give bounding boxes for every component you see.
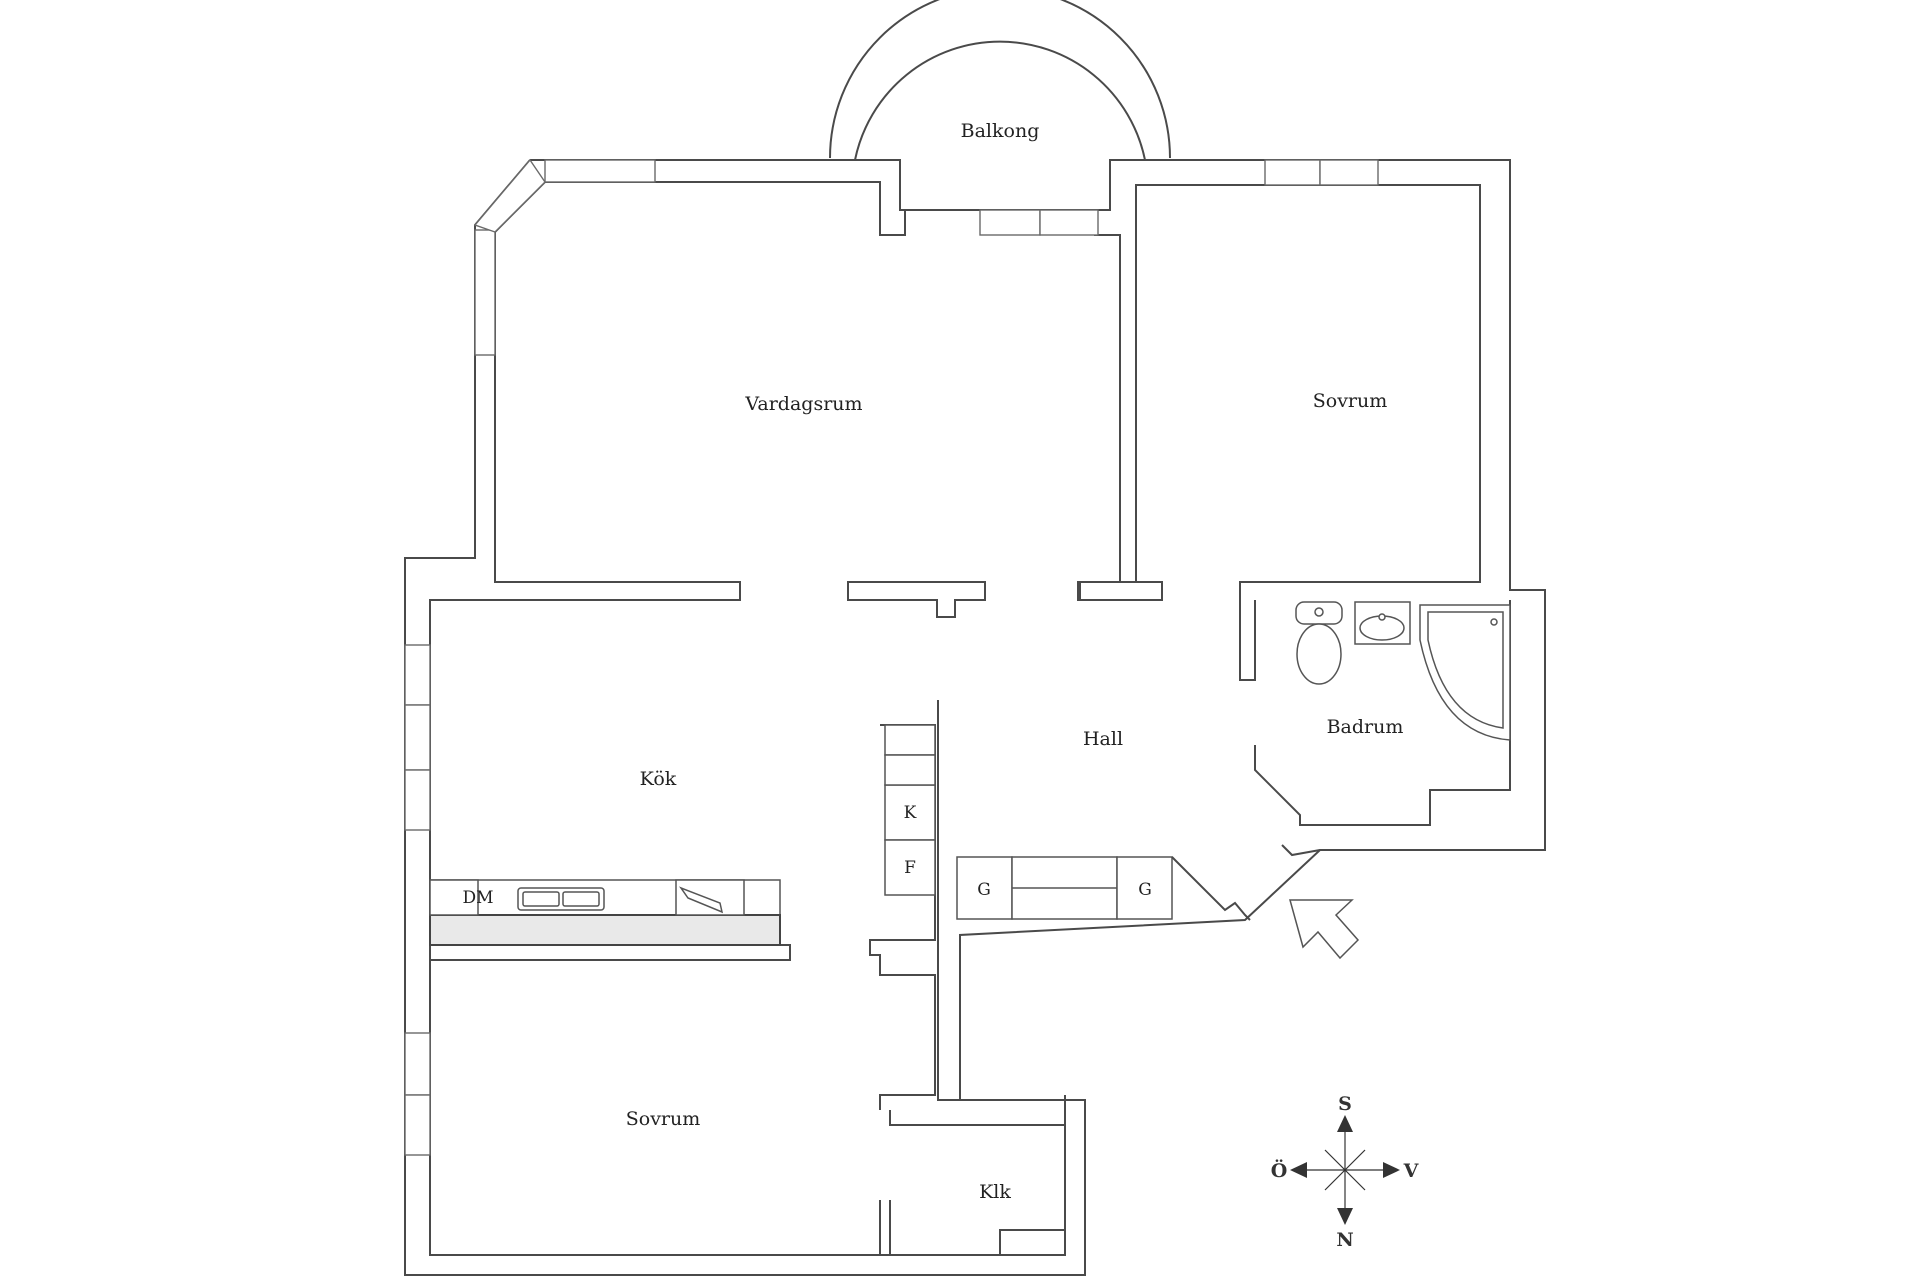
kitchen-fixtures: K F DM bbox=[429, 724, 936, 946]
window bbox=[474, 229, 496, 356]
kitchen-label: Kök bbox=[640, 768, 677, 790]
window bbox=[1264, 159, 1321, 186]
compass-north-label: N bbox=[1336, 1229, 1353, 1251]
window bbox=[404, 704, 431, 771]
cabinet-upper-2 bbox=[884, 754, 936, 786]
fridge-label: K bbox=[904, 803, 917, 823]
window bbox=[404, 769, 431, 831]
compass-west-label: V bbox=[1403, 1160, 1420, 1182]
window bbox=[544, 159, 656, 183]
dishwasher bbox=[429, 879, 479, 916]
fridge-unit bbox=[884, 784, 936, 841]
compass-icon: S N Ö V bbox=[1271, 1093, 1420, 1251]
bathroom-fixtures bbox=[1295, 601, 1511, 741]
compass-east-label: Ö bbox=[1271, 1159, 1288, 1182]
living-room-label: Vardagsrum bbox=[744, 393, 862, 415]
freezer-unit bbox=[884, 839, 936, 896]
window bbox=[473, 158, 546, 233]
bathroom-label: Badrum bbox=[1327, 716, 1404, 738]
freezer-label: F bbox=[904, 858, 916, 878]
balcony-label: Balkong bbox=[961, 120, 1040, 142]
stove-mark bbox=[678, 886, 724, 914]
window bbox=[979, 209, 1041, 236]
window bbox=[1319, 159, 1379, 186]
hall-label: Hall bbox=[1083, 728, 1123, 750]
sink-right-basin bbox=[562, 891, 600, 907]
sink-left-basin bbox=[522, 891, 560, 907]
window bbox=[1039, 209, 1099, 236]
window bbox=[404, 644, 431, 706]
toilet-button bbox=[1314, 607, 1324, 617]
stove bbox=[675, 879, 745, 916]
window bbox=[404, 1094, 431, 1156]
entrance-arrow-icon bbox=[1289, 899, 1360, 960]
closet-label: Klk bbox=[979, 1181, 1011, 1203]
kitchen-counter-edge bbox=[429, 914, 781, 946]
compass-south-label: S bbox=[1338, 1093, 1352, 1115]
corner-bath-inner bbox=[1427, 611, 1504, 729]
hall-fixtures: G G bbox=[956, 856, 1251, 921]
dishwasher-label: DM bbox=[462, 888, 493, 908]
windows bbox=[404, 158, 1379, 1156]
sink-drain bbox=[1378, 613, 1386, 621]
cabinet-upper bbox=[884, 724, 936, 756]
wardrobe-left bbox=[956, 856, 1013, 920]
wardrobe-left-label: G bbox=[977, 880, 991, 900]
wardrobe-right-label: G bbox=[1138, 880, 1152, 900]
toilet-bowl bbox=[1296, 623, 1342, 685]
wardrobe-right bbox=[1116, 856, 1173, 920]
bath-drain bbox=[1490, 618, 1498, 626]
bedroom-south-label: Sovrum bbox=[626, 1108, 701, 1130]
room-labels: Vardagsrum Sovrum Kök Hall Badrum Sovrum… bbox=[626, 390, 1404, 1203]
window bbox=[404, 1032, 431, 1096]
bedroom-north-label: Sovrum bbox=[1313, 390, 1388, 412]
balcony: Balkong bbox=[829, 0, 1171, 161]
